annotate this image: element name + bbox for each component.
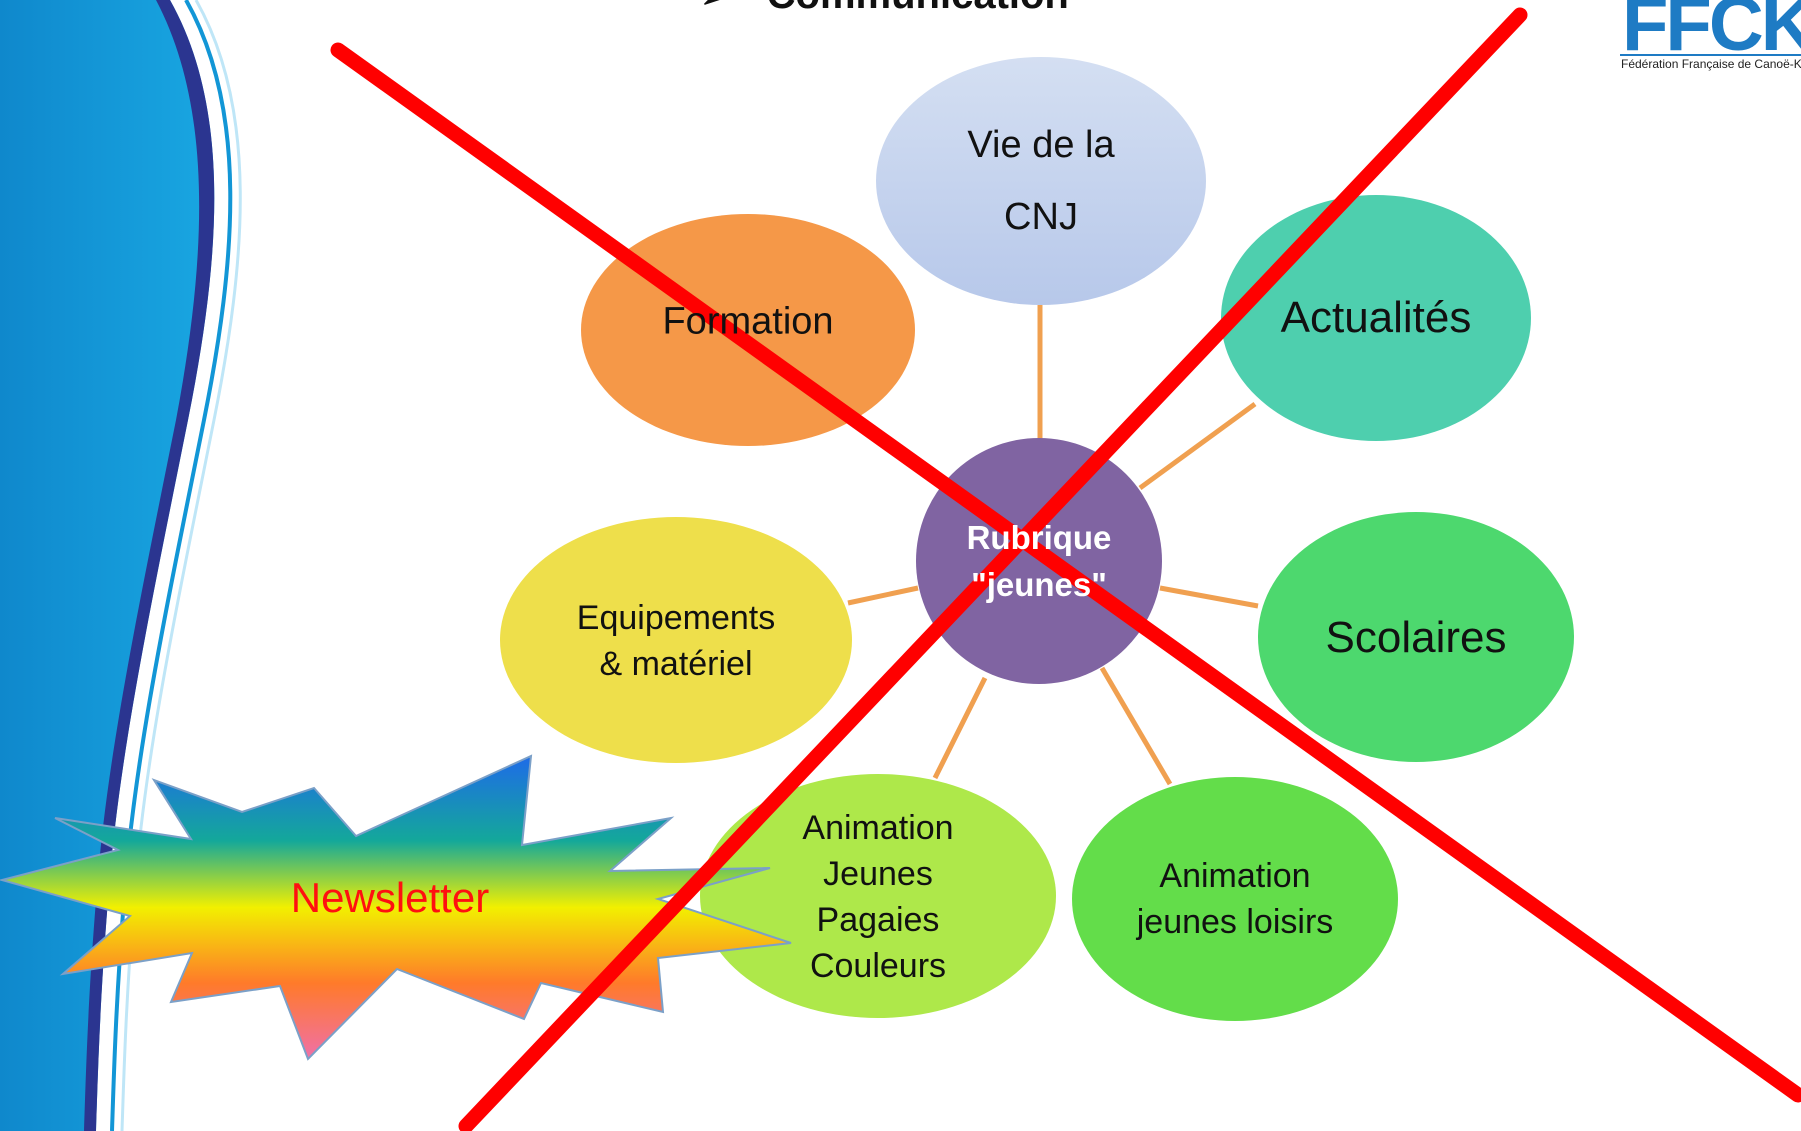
connector-actualites	[1138, 401, 1257, 491]
node-vie-de-la-cnj	[876, 57, 1206, 305]
title-arrow-icon: ➢	[700, 0, 734, 17]
left-decorative-band	[0, 0, 242, 1131]
label-animation-pagaies: Animation Jeunes Pagaies Couleurs	[802, 809, 954, 985]
connector-equipements	[847, 585, 919, 606]
node-formation	[581, 214, 915, 446]
red-cross	[330, 7, 1801, 1131]
connector-scolaires	[1159, 585, 1259, 609]
title-text: Communication	[767, 0, 1069, 17]
connectors	[847, 305, 1259, 786]
slide-title: ➢ Communication	[700, 0, 1069, 18]
label-scolaires: Scolaires	[1325, 613, 1507, 662]
label-vie-de-la-cnj: Vie de la CNJ	[967, 124, 1115, 238]
node-animation-pagaies	[700, 774, 1056, 1018]
connector-animation-pagaies	[932, 676, 988, 780]
label-equipements: Equipements & matériel	[576, 599, 776, 683]
node-equipements	[500, 517, 852, 763]
node-scolaires	[1258, 512, 1574, 762]
cross-line-1	[330, 42, 1801, 1103]
label-newsletter: Newsletter	[290, 874, 490, 921]
node-animation-loisirs	[1072, 777, 1398, 1021]
label-center-rubrique: Rubrique "jeunes"	[966, 519, 1112, 603]
cross-line-2	[458, 7, 1528, 1131]
logo-caption: Fédération Française de Canoë-Kayak	[1621, 57, 1801, 71]
label-actualites: Actualités	[1280, 293, 1472, 342]
label-animation-loisirs: Animation jeunes loisirs	[1136, 857, 1334, 941]
label-formation: Formation	[662, 300, 834, 343]
ffck-logo: FFCK	[1620, 0, 1801, 67]
connector-animation-loisirs	[1099, 666, 1173, 786]
